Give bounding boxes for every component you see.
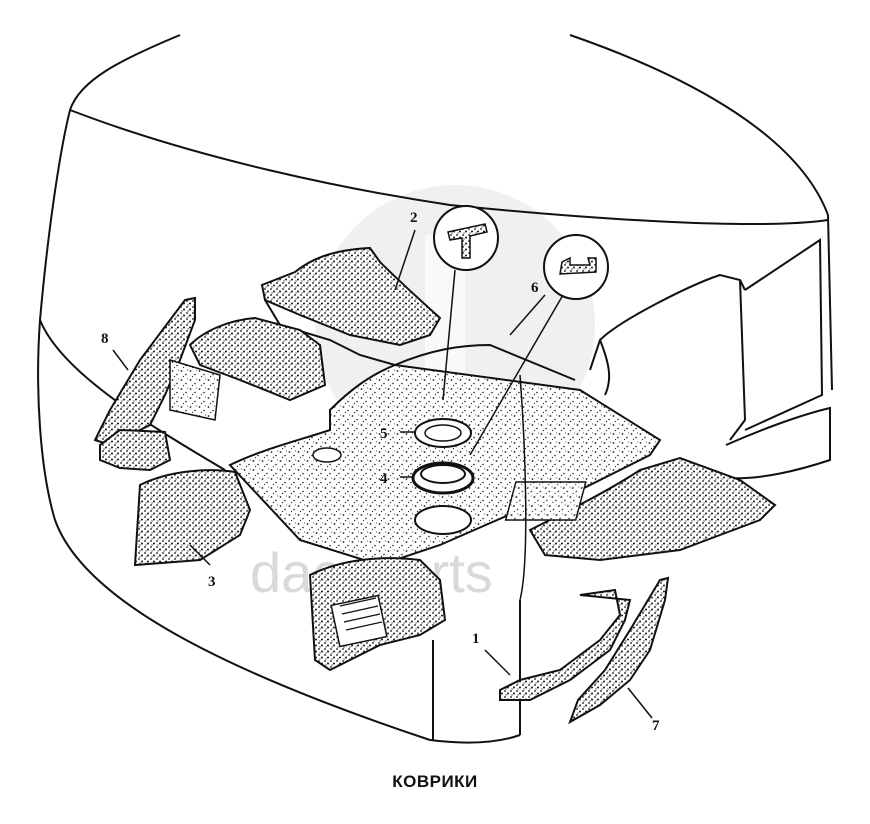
cab-shell: [37, 34, 833, 744]
mat-7-right: [568, 576, 670, 725]
mat-2-rear: [188, 246, 442, 402]
detail-circles: [433, 205, 609, 300]
callout-8: 8: [101, 331, 109, 347]
callout-7: 7: [652, 718, 660, 734]
callout-1: 1: [472, 631, 480, 647]
callout-2: 2: [410, 210, 418, 226]
callout-6: 6: [531, 280, 539, 296]
leader-lines: [112, 229, 653, 719]
diagram-caption: КОВРИКИ: [392, 772, 478, 791]
mat-8-left: [93, 296, 221, 472]
callout-4: 4: [380, 471, 388, 487]
callouts: 1 2 3 4 5 6 7 8: [101, 210, 660, 734]
callout-3: 3: [208, 574, 216, 590]
callout-5: 5: [380, 426, 388, 442]
mat-3-left-front: [133, 469, 252, 567]
mat-1-right-lower: [499, 588, 632, 701]
engine-cover: [308, 557, 447, 672]
rings: [411, 418, 475, 535]
